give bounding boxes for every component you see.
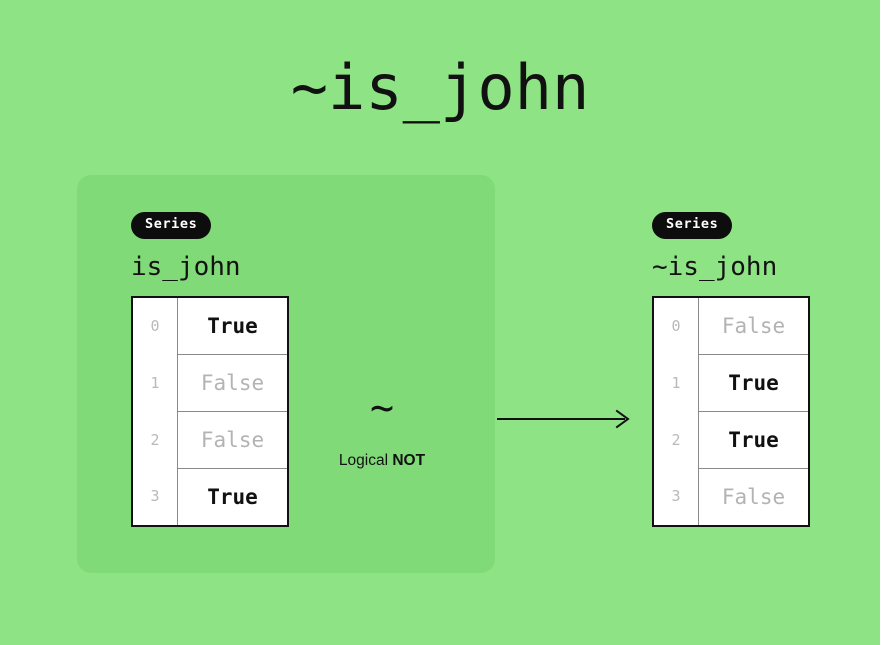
- source-series-table: 0 True 1 False 2 False 3 True: [131, 295, 289, 527]
- result-series-name: ~is_john: [652, 251, 778, 282]
- table-row: 0 True: [132, 296, 288, 354]
- operator-caption-name: NOT: [392, 452, 426, 469]
- operator-group: ~ Logical NOT: [306, 386, 458, 470]
- table-row: 3 True: [132, 467, 288, 526]
- row-value: False: [698, 296, 809, 354]
- result-series-badge: Series: [652, 212, 733, 239]
- operator-caption: Logical NOT: [306, 452, 458, 470]
- table-row: 2 True: [653, 410, 809, 468]
- row-value: False: [177, 353, 288, 411]
- tilde-icon: ~: [369, 385, 395, 431]
- table-row: 0 False: [653, 296, 809, 354]
- row-value: True: [698, 410, 809, 468]
- table-row: 1 False: [132, 353, 288, 411]
- source-series-block: Series is_john 0 True 1 False 2 False 3 …: [131, 212, 289, 527]
- source-series-name: is_john: [131, 251, 241, 282]
- row-index: 1: [653, 354, 699, 411]
- result-series-block: Series ~is_john 0 False 1 True 2 True 3 …: [652, 212, 810, 527]
- table-row: 2 False: [132, 410, 288, 468]
- table-row: 1 True: [653, 353, 809, 411]
- operator-caption-word: Logical: [338, 452, 393, 469]
- row-index: 3: [653, 468, 699, 526]
- row-value: False: [698, 467, 809, 526]
- row-value: True: [177, 467, 288, 526]
- row-index: 1: [132, 354, 178, 411]
- table-row: 3 False: [653, 467, 809, 526]
- row-index: 0: [132, 296, 178, 354]
- page-title: ~is_john: [290, 51, 590, 124]
- arrow-right-icon: [497, 409, 630, 429]
- row-index: 3: [132, 468, 178, 526]
- row-index: 2: [132, 411, 178, 468]
- row-value: False: [177, 410, 288, 468]
- row-value: True: [698, 353, 809, 411]
- result-series-table: 0 False 1 True 2 True 3 False: [652, 295, 810, 527]
- row-index: 0: [653, 296, 699, 354]
- row-index: 2: [653, 411, 699, 468]
- row-value: True: [177, 296, 288, 354]
- source-series-badge: Series: [131, 212, 212, 239]
